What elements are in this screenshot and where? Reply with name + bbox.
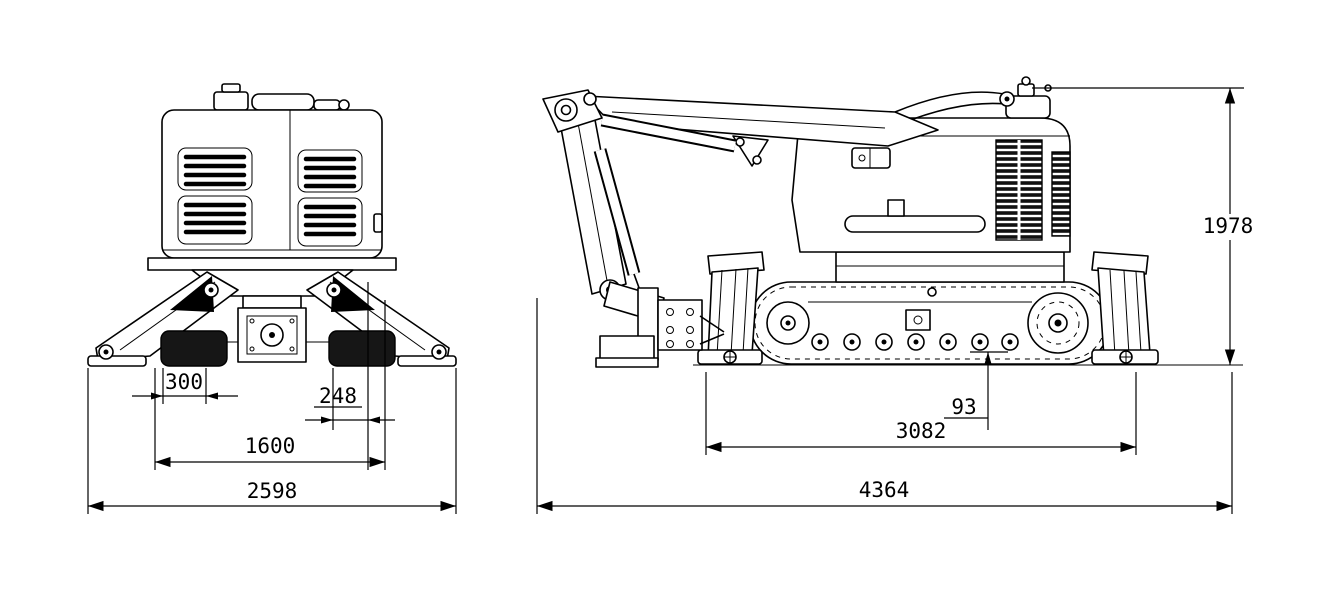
outrigger-right: [306, 271, 457, 367]
turntable-base: [835, 251, 1065, 283]
dim-label-4364: 4364: [859, 478, 910, 502]
dim-front-overall-width: 2598: [87, 368, 457, 514]
vent-grille-right-upper: [297, 149, 363, 193]
vent-grille-left-upper: [177, 147, 253, 191]
center-gearbox: [237, 307, 307, 363]
dim-label-3082: 3082: [896, 419, 947, 443]
track-left: [160, 330, 228, 367]
side-vent-strip: [1051, 151, 1071, 237]
outrigger-left: [87, 271, 239, 367]
exhaust-stack: [1005, 76, 1052, 119]
dim-label-300: 300: [165, 370, 203, 394]
side-view-machine: [542, 76, 1243, 368]
road-wheels: [811, 333, 1019, 351]
vent-grille-right-lower: [297, 197, 363, 247]
track-right: [328, 330, 396, 367]
dim-front-track-width: 300: [132, 368, 238, 404]
front-view-machine: [87, 83, 457, 367]
outrigger-front: [697, 251, 765, 365]
front-view: 300 248 1600 2598: [87, 83, 457, 514]
outrigger-rear: [1091, 251, 1159, 365]
track-assembly: [749, 281, 1111, 365]
dim-label-93: 93: [951, 395, 976, 419]
boom-assembly: [542, 89, 1015, 368]
handle-bar: [844, 215, 986, 233]
dim-front-offset: 248: [305, 282, 395, 470]
dim-front-inner-width: 1600: [154, 300, 386, 470]
side-view: 1978 93 3082 4364: [536, 76, 1262, 514]
dim-label-1600: 1600: [245, 434, 296, 458]
dim-label-2598: 2598: [247, 479, 298, 503]
dim-label-248: 248: [319, 384, 357, 408]
dim-side-track-length: 3082: [705, 372, 1137, 455]
vent-grille-left-lower: [177, 195, 253, 245]
dim-side-ground-clearance: 93: [944, 351, 1008, 430]
dim-side-overall-height: 1978: [1032, 87, 1262, 365]
latch-panel: [851, 147, 891, 169]
tool-bracket: [595, 281, 725, 368]
dim-label-1978: 1978: [1203, 214, 1254, 238]
exhaust-assembly: [213, 83, 350, 111]
base-deck: [147, 257, 397, 271]
dim-side-overall-length: 4364: [536, 298, 1233, 514]
